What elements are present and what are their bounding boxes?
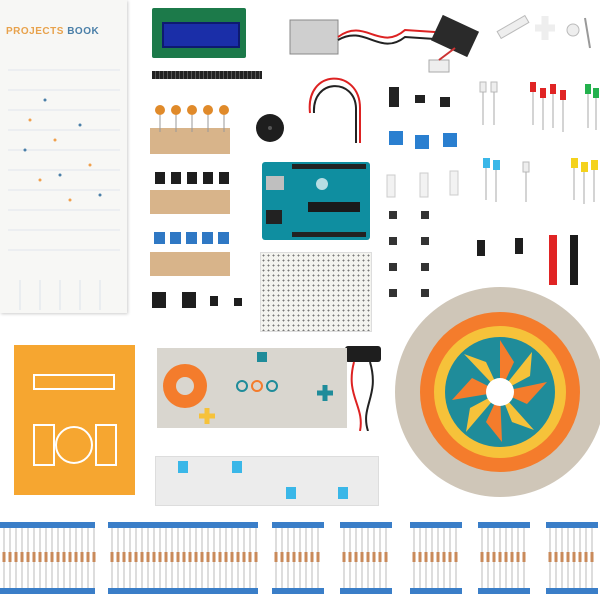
- ceramic-capacitors: [155, 105, 229, 132]
- ceramic-caps-strip: [150, 128, 230, 154]
- motor-icon: [289, 19, 436, 55]
- printed-card-panel: [157, 348, 347, 428]
- film-cap-strip: [150, 252, 230, 276]
- buzzer-icon: [256, 114, 284, 142]
- book-title-projects: PROJECTS: [6, 26, 64, 37]
- header-pins: [152, 71, 262, 79]
- servo-icon: [428, 14, 480, 73]
- breadboard-icon: [260, 252, 372, 332]
- ics-buttons-pots: [386, 87, 459, 297]
- voltage-regulators: [152, 292, 242, 308]
- jumper-wires: [308, 77, 361, 143]
- led-card-strip: [155, 456, 379, 506]
- arduino-board-icon: [262, 162, 370, 240]
- led-icon: [477, 81, 599, 285]
- pinwheel-icon: [395, 287, 600, 497]
- book-cover-pattern: [8, 69, 120, 310]
- battery-clip-icon: [345, 346, 381, 431]
- transistor-strip: [150, 190, 230, 214]
- lcd-screen: [162, 22, 240, 48]
- projects-book: PROJECTS BOOK: [0, 0, 127, 313]
- transistors: [155, 172, 229, 184]
- book-title-book: BOOK: [67, 26, 100, 37]
- book-title: PROJECTS BOOK: [6, 26, 99, 37]
- lcd-icon: [152, 8, 246, 58]
- resistor-icon: [0, 522, 598, 594]
- servo-horns: [496, 14, 591, 49]
- film-capacitors: [154, 232, 229, 244]
- orange-cardboard-panel: [14, 345, 135, 495]
